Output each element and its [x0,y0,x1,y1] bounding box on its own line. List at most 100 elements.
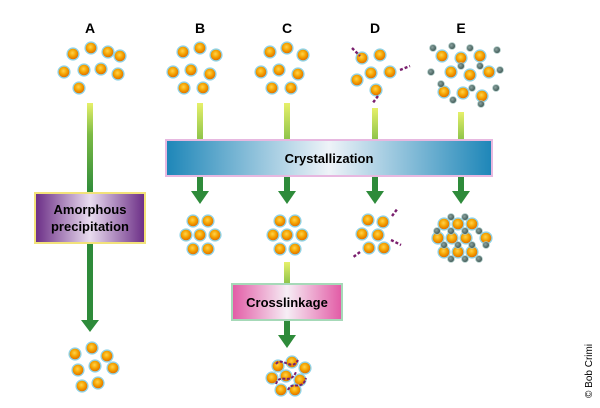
stem-e [458,112,464,140]
particle-b [196,81,210,95]
small-molecule [437,80,445,88]
amorphous-precipitation-box: Amorphous precipitation [34,192,146,244]
stem-b [197,103,203,140]
crystal-particle-b [186,242,200,256]
amorphous-particle-a [68,347,82,361]
particle-b [166,65,180,79]
particle-c [284,81,298,95]
crystal-particle-e [479,231,493,245]
small-molecule [476,62,484,70]
crystal-particle-e [465,245,479,259]
particle-a [111,67,125,81]
arrow-e-head [452,191,470,204]
small-molecule [477,100,485,108]
crystal-particle-c [273,214,287,228]
stem-d [372,108,378,140]
small-molecule [447,227,455,235]
small-molecule [440,241,448,249]
crystal-particle-e [445,231,459,245]
crystal-particle-e [437,245,451,259]
particle-c [296,48,310,62]
amorphous-particle-a [71,363,85,377]
crosslinker [351,47,361,57]
amorphous-particle-a [91,376,105,390]
particle-b [193,41,207,55]
small-molecule [461,213,469,221]
crystal-particle-e [437,217,451,231]
particle-d [369,83,383,97]
crystal-particle-c [295,228,309,242]
credit-text: © Bob Crimi [584,344,595,398]
crystal-particle-e [465,217,479,231]
stem-c-lower [284,262,290,284]
arrow-d-shaft [372,176,378,192]
crystal-particle-d [376,215,390,229]
column-label-e: E [456,20,465,36]
arrow-d-head [366,191,384,204]
crosslinked-particle-c [274,383,288,397]
crystal-particle-e [459,231,473,245]
particle-a [84,41,98,55]
particle-c [291,67,305,81]
particle-e [482,65,496,79]
particle-e [437,85,451,99]
crosslinkage-label: Crosslinkage [246,295,328,310]
crosslinked-particle-c [293,373,307,387]
stem-c [284,103,290,140]
crosslinkage-box: Crosslinkage [231,283,343,321]
crosslinker [371,95,379,105]
stem-a [87,103,93,193]
crosslinked-particle-c [265,371,279,385]
particle-c [254,65,268,79]
small-molecule [482,241,490,249]
crystal-particle-d [377,241,391,255]
small-molecule [493,46,501,54]
amorphous-particle-a [88,359,102,373]
particle-e [456,86,470,100]
column-label-d: D [370,20,380,36]
arrow-c2-shaft [284,320,290,336]
crystal-particle-b [186,214,200,228]
crosslinker [390,238,402,247]
small-molecule [475,227,483,235]
crystallization-box: Crystallization [165,139,493,177]
particle-a [94,62,108,76]
crystal-particle-b [179,228,193,242]
particle-e [473,49,487,63]
particle-c [272,63,286,77]
small-molecule [427,68,435,76]
small-molecule [447,213,455,221]
particle-a [77,63,91,77]
arrow-b-shaft [197,176,203,192]
particle-e [435,49,449,63]
column-label-b: B [195,20,205,36]
crosslinked-particle-c [279,369,293,383]
crystal-particle-b [208,228,222,242]
particle-e [444,65,458,79]
column-label-c: C [282,20,292,36]
crosslink-curve [287,377,307,391]
particle-d [373,48,387,62]
particle-a [101,45,115,59]
arrow-a-head [81,320,99,332]
crystal-particle-c [266,228,280,242]
amorphous-particle-a [106,361,120,375]
arrow-b-head [191,191,209,204]
particle-d [350,73,364,87]
crystal-particle-d [355,227,369,241]
crystal-particle-e [451,245,465,259]
crosslinker [351,251,361,259]
small-molecule [448,42,456,50]
crystal-particle-b [201,214,215,228]
small-molecule [461,227,469,235]
amorphous-particle-a [85,341,99,355]
amorphous-particle-a [100,349,114,363]
crystal-particle-c [288,214,302,228]
crosslinker [391,207,399,217]
arrow-c-head [278,191,296,204]
small-molecule [457,62,465,70]
arrow-c-shaft [284,176,290,192]
arrow-c2-head [278,335,296,348]
small-molecule [449,96,457,104]
small-molecule [475,255,483,263]
